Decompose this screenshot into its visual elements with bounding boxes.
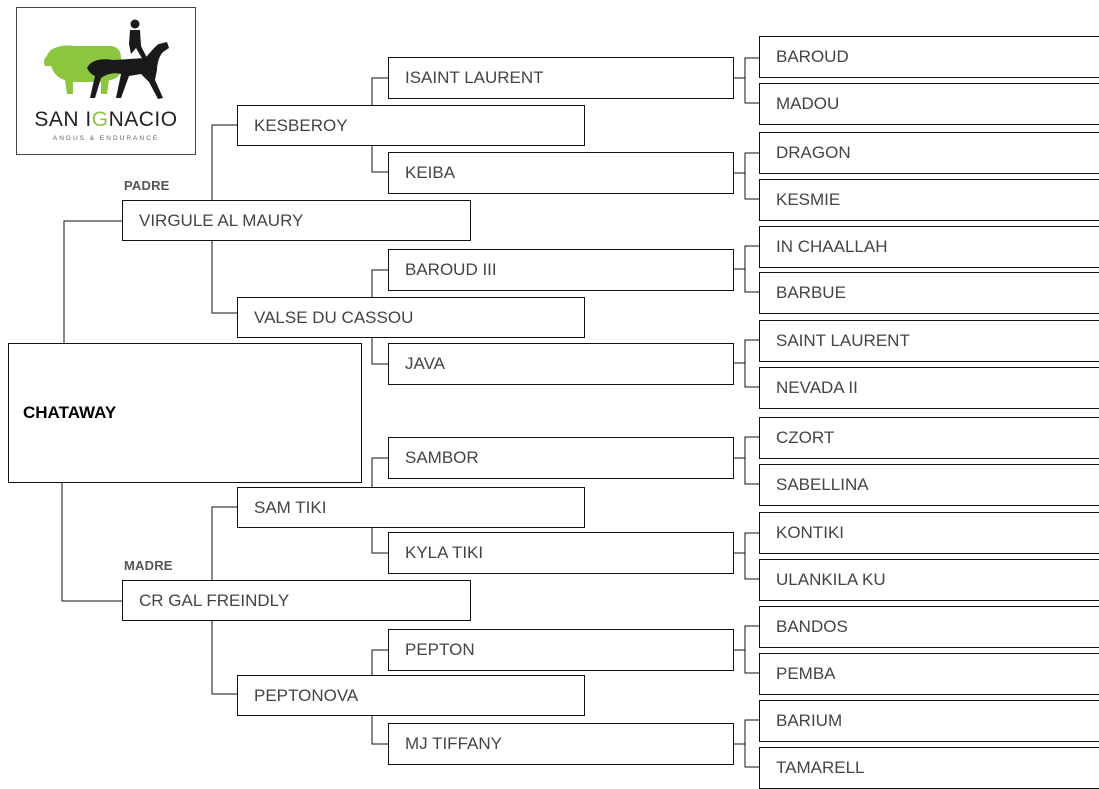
gg-grandparent: PEMBA xyxy=(759,653,1099,695)
gg-grandparent: MADOU xyxy=(759,83,1099,125)
gg-grandparent: KONTIKI xyxy=(759,512,1099,554)
sire-name: VIRGULE AL MAURY xyxy=(122,200,471,241)
gg-grandparent: BAROUD xyxy=(759,36,1099,78)
maternal-grandsire: SAM TIKI xyxy=(237,487,585,528)
sire-label: PADRE xyxy=(124,178,170,193)
dam-label: MADRE xyxy=(124,558,173,573)
gg-grandparent: ULANKILA KU xyxy=(759,559,1099,601)
gg-grandparent: SABELLINA xyxy=(759,464,1099,506)
subject-horse: CHATAWAY xyxy=(8,343,362,483)
gg-grandparent: NEVADA II xyxy=(759,367,1099,409)
paternal-grandsire: KESBEROY xyxy=(237,105,585,146)
logo-title: SAN IGNACIO xyxy=(34,108,178,131)
great-grandparent: PEPTON xyxy=(388,629,734,671)
gg-grandparent: BARBUE xyxy=(759,272,1099,314)
great-grandparent: ISAINT LAURENT xyxy=(388,57,734,99)
great-grandparent: BAROUD III xyxy=(388,249,734,291)
maternal-granddam: PEPTONOVA xyxy=(237,675,585,716)
gg-grandparent: IN CHAALLAH xyxy=(759,226,1099,268)
gg-grandparent: SAINT LAURENT xyxy=(759,320,1099,362)
great-grandparent: KEIBA xyxy=(388,152,734,194)
logo-subtitle: ANGUS & ENDURANCE xyxy=(52,135,160,142)
gg-grandparent: TAMARELL xyxy=(759,747,1099,789)
gg-grandparent: KESMIE xyxy=(759,179,1099,221)
gg-grandparent: DRAGON xyxy=(759,132,1099,174)
cattle-and-rider-icon xyxy=(43,19,169,99)
great-grandparent: SAMBOR xyxy=(388,437,734,479)
great-grandparent: KYLA TIKI xyxy=(388,532,734,574)
dam-name: CR GAL FREINDLY xyxy=(122,580,471,621)
gg-grandparent: CZORT xyxy=(759,417,1099,459)
gg-grandparent: BARIUM xyxy=(759,700,1099,742)
great-grandparent: MJ TIFFANY xyxy=(388,723,734,765)
paternal-granddam: VALSE DU CASSOU xyxy=(237,297,585,338)
great-grandparent: JAVA xyxy=(388,343,734,385)
farm-logo: SAN IGNACIO ANGUS & ENDURANCE xyxy=(16,7,196,155)
gg-grandparent: BANDOS xyxy=(759,606,1099,648)
